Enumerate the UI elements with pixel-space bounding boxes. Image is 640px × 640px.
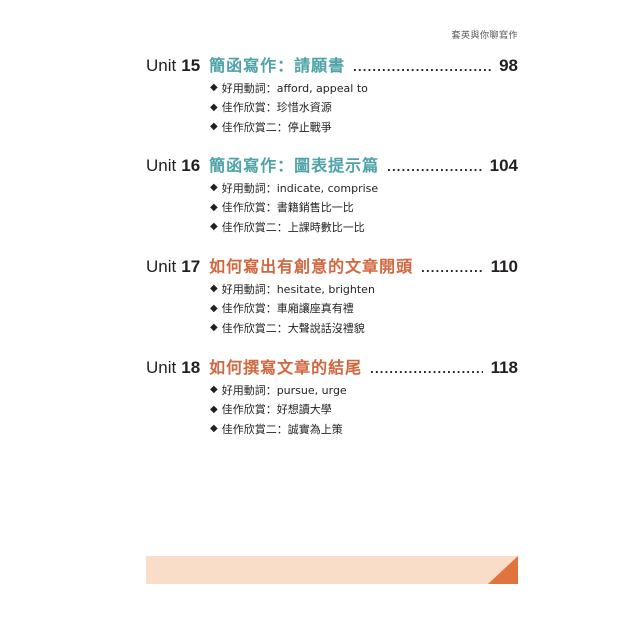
unit-number: 17 bbox=[181, 257, 201, 276]
unit-title: 如何撰寫文章的結尾 bbox=[209, 358, 363, 377]
unit-subitems: ◆好用動詞：pursue, urge ◆佳作欣賞：好想讀大學 ◆佳作欣賞二：誠實… bbox=[146, 380, 518, 439]
unit-subitems: ◆好用動詞：hesitate, brighten ◆佳作欣賞：車廂讓座真有禮 ◆… bbox=[146, 279, 518, 338]
list-item-text: 好用動詞：hesitate, brighten bbox=[221, 282, 375, 296]
toc-unit-18: Unit 18 如何撰寫文章的結尾 118 ◆好用動詞：pursue, urge… bbox=[146, 354, 518, 439]
list-item-text: 佳作欣賞二：停止戰爭 bbox=[221, 120, 332, 134]
black-diamond-icon: ◆ bbox=[210, 101, 218, 113]
corner-accent-triangle bbox=[488, 556, 518, 584]
toc-entry-row[interactable]: Unit 16 簡函寫作：圖表提示篇 104 bbox=[146, 152, 518, 178]
black-diamond-icon: ◆ bbox=[210, 82, 218, 94]
dot-leader bbox=[370, 361, 482, 376]
black-diamond-icon: ◆ bbox=[210, 384, 218, 396]
toc-unit-15: Unit 15 簡函寫作：請願書 98 ◆好用動詞：afford, appeal… bbox=[146, 52, 518, 137]
list-item: ◆佳作欣賞二：停止戰爭 bbox=[210, 117, 518, 137]
list-item: ◆佳作欣賞：好想讀大學 bbox=[210, 400, 518, 420]
unit-title: 簡函寫作：圖表提示篇 bbox=[209, 156, 380, 175]
black-diamond-icon: ◆ bbox=[210, 403, 218, 415]
list-item: ◆佳作欣賞二：大聲說話沒禮貌 bbox=[210, 318, 518, 338]
list-item: ◆好用動詞：hesitate, brighten bbox=[210, 279, 518, 299]
running-header: 套英與你聊寫作 bbox=[451, 31, 518, 41]
list-item-text: 好用動詞：pursue, urge bbox=[221, 383, 347, 397]
dot-leader bbox=[353, 59, 491, 74]
dot-leader bbox=[387, 159, 481, 174]
toc-entry-row[interactable]: Unit 15 簡函寫作：請願書 98 bbox=[146, 52, 518, 78]
page-number: 98 bbox=[499, 56, 518, 75]
list-item: ◆好用動詞：afford, appeal to bbox=[210, 78, 518, 98]
list-item-text: 佳作欣賞：好想讀大學 bbox=[221, 403, 332, 417]
list-item: ◆佳作欣賞：車廂讓座真有禮 bbox=[210, 299, 518, 319]
black-diamond-icon: ◆ bbox=[210, 283, 218, 295]
unit-subitems: ◆好用動詞：afford, appeal to ◆佳作欣賞：珍惜水資源 ◆佳作欣… bbox=[146, 78, 518, 137]
toc-unit-16: Unit 16 簡函寫作：圖表提示篇 104 ◆好用動詞：indicate, c… bbox=[146, 152, 518, 237]
list-item-text: 佳作欣賞二：誠實為上策 bbox=[221, 422, 343, 436]
toc-entry-row[interactable]: Unit 17 如何寫出有創意的文章開頭 110 bbox=[146, 253, 518, 279]
dot-leader bbox=[421, 260, 482, 275]
list-item-text: 佳作欣賞：書籍銷售比一比 bbox=[221, 201, 354, 215]
black-diamond-icon: ◆ bbox=[210, 221, 218, 233]
black-diamond-icon: ◆ bbox=[210, 322, 218, 334]
unit-title: 簡函寫作：請願書 bbox=[209, 56, 346, 75]
list-item-text: 佳作欣賞二：大聲說話沒禮貌 bbox=[221, 321, 365, 335]
unit-number: 16 bbox=[181, 156, 201, 175]
list-item: ◆佳作欣賞：珍惜水資源 bbox=[210, 98, 518, 118]
list-item-text: 佳作欣賞：珍惜水資源 bbox=[221, 101, 332, 115]
black-diamond-icon: ◆ bbox=[210, 121, 218, 133]
list-item: ◆佳作欣賞二：誠實為上策 bbox=[210, 419, 518, 439]
page-number: 110 bbox=[490, 257, 518, 276]
page-number: 118 bbox=[490, 358, 518, 377]
list-item-text: 好用動詞：afford, appeal to bbox=[221, 81, 368, 95]
unit-subitems: ◆好用動詞：indicate, comprise ◆佳作欣賞：書籍銷售比一比 ◆… bbox=[146, 178, 518, 237]
unit-number: 15 bbox=[181, 56, 201, 75]
list-item-text: 佳作欣賞：車廂讓座真有禮 bbox=[221, 302, 354, 316]
unit-number: 18 bbox=[181, 358, 201, 377]
list-item: ◆好用動詞：indicate, comprise bbox=[210, 178, 518, 198]
page-number: 104 bbox=[489, 156, 518, 175]
unit-word: Unit bbox=[146, 56, 177, 75]
black-diamond-icon: ◆ bbox=[210, 302, 218, 314]
list-item: ◆佳作欣賞二：上課時數比一比 bbox=[210, 217, 518, 237]
black-diamond-icon: ◆ bbox=[210, 201, 218, 213]
unit-title: 如何寫出有創意的文章開頭 bbox=[209, 257, 414, 276]
black-diamond-icon: ◆ bbox=[210, 423, 218, 435]
toc-unit-17: Unit 17 如何寫出有創意的文章開頭 110 ◆好用動詞：hesitate,… bbox=[146, 253, 518, 338]
footer-bar bbox=[146, 556, 518, 584]
unit-word: Unit bbox=[146, 156, 177, 175]
unit-word: Unit bbox=[146, 257, 177, 276]
black-diamond-icon: ◆ bbox=[210, 182, 218, 194]
unit-word: Unit bbox=[146, 358, 177, 377]
list-item-text: 佳作欣賞二：上課時數比一比 bbox=[221, 220, 365, 234]
list-item: ◆佳作欣賞：書籍銷售比一比 bbox=[210, 198, 518, 218]
toc-entry-row[interactable]: Unit 18 如何撰寫文章的結尾 118 bbox=[146, 354, 518, 380]
list-item-text: 好用動詞：indicate, comprise bbox=[221, 181, 379, 195]
list-item: ◆好用動詞：pursue, urge bbox=[210, 380, 518, 400]
